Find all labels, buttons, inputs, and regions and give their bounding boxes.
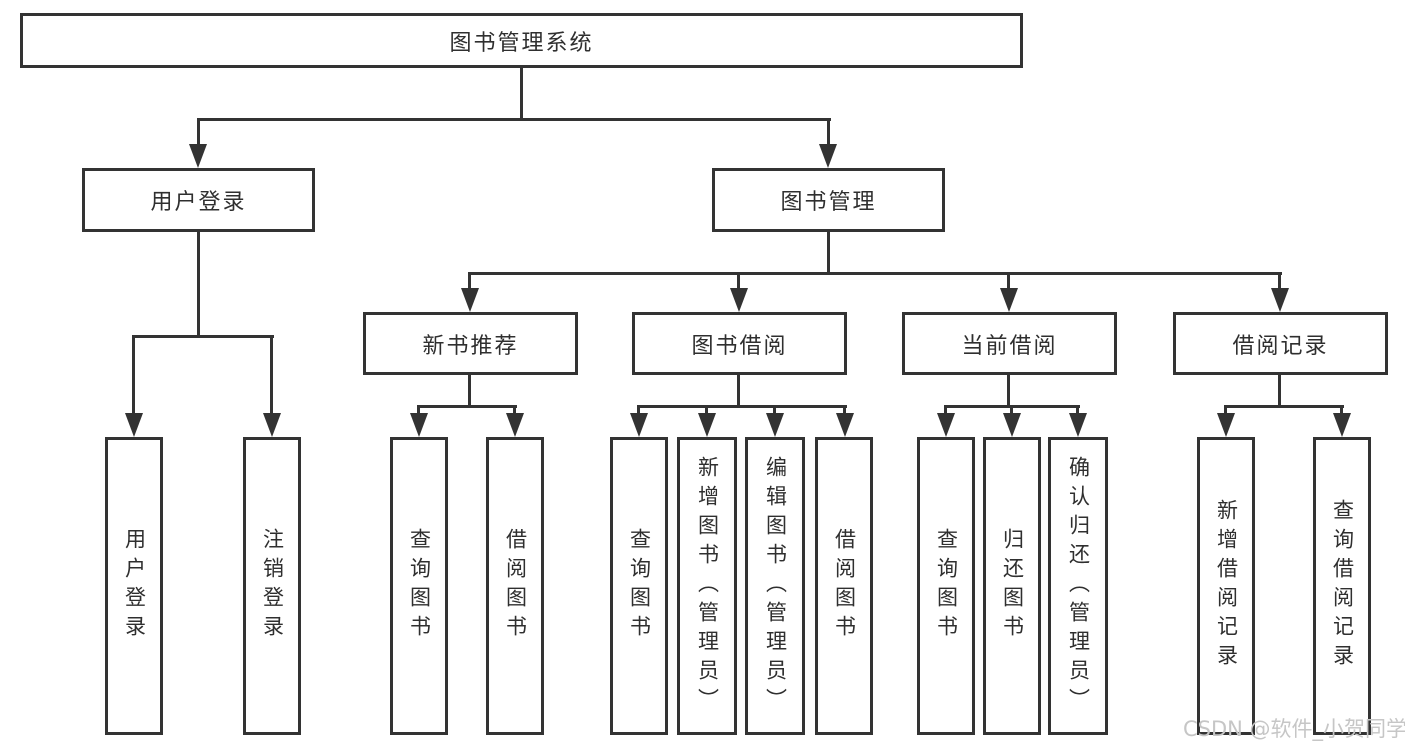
arrow-down-icon — [1000, 288, 1018, 312]
leaf-query-borrow-record: 查询借阅记录 — [1313, 437, 1371, 735]
connector-line-v — [1010, 405, 1013, 415]
node-user-login-label: 用户登录 — [150, 190, 247, 215]
leaf-borrow-books-recommend-label: 借阅图书 — [503, 528, 528, 644]
leaf-confirm-return-admin: 确认归还（管理员） — [1048, 437, 1108, 735]
connector-line-v — [737, 375, 740, 405]
connector-line-h — [197, 118, 831, 121]
connector-line-v — [417, 405, 420, 415]
arrow-down-icon — [730, 288, 748, 312]
node-user-login: 用户登录 — [82, 168, 315, 232]
connector-line-v — [944, 405, 947, 415]
node-root-label: 图书管理系统 — [449, 30, 594, 56]
arrow-down-icon — [1069, 413, 1087, 437]
leaf-confirm-return-admin-label: 确认归还（管理员） — [1066, 455, 1091, 717]
connector-line-h — [468, 272, 1282, 275]
connector-line-v — [1224, 405, 1227, 415]
leaf-add-borrow-record-label: 新增借阅记录 — [1214, 499, 1239, 673]
leaf-add-borrow-record: 新增借阅记录 — [1197, 437, 1255, 735]
leaf-logout-login: 注销登录 — [243, 437, 301, 735]
connector-line-v — [1007, 272, 1010, 290]
node-book-borrow: 图书借阅 — [632, 312, 847, 375]
leaf-return-books-label: 归还图书 — [1000, 528, 1025, 644]
leaf-edit-books-admin: 编辑图书（管理员） — [745, 437, 805, 735]
connector-line-v — [773, 405, 776, 415]
leaf-user-login-label: 用户登录 — [122, 528, 147, 644]
connector-line-v — [1278, 375, 1281, 405]
leaf-query-books-recommend: 查询图书 — [390, 437, 448, 735]
connector-line-v — [737, 272, 740, 290]
node-book-borrow-label: 图书借阅 — [691, 333, 788, 359]
connector-line-v — [827, 232, 830, 272]
connector-line-v — [520, 68, 523, 118]
arrow-down-icon — [263, 413, 281, 437]
leaf-query-books-current-label: 查询图书 — [934, 528, 959, 644]
arrow-down-icon — [461, 288, 479, 312]
leaf-borrow-books-label: 借阅图书 — [832, 528, 857, 644]
arrow-down-icon — [819, 144, 837, 168]
leaf-edit-books-admin-label: 编辑图书（管理员） — [763, 455, 788, 717]
connector-line-v — [513, 405, 516, 415]
connector-line-v — [1278, 272, 1281, 290]
connector-line-v — [637, 405, 640, 415]
leaf-logout-login-label: 注销登录 — [260, 528, 285, 644]
arrow-down-icon — [189, 144, 207, 168]
connector-line-v — [468, 272, 471, 290]
leaf-query-books-borrow-label: 查询图书 — [627, 528, 652, 644]
leaf-add-books-admin: 新增图书（管理员） — [677, 437, 737, 735]
arrow-down-icon — [1003, 413, 1021, 437]
leaf-borrow-books: 借阅图书 — [815, 437, 873, 735]
connector-line-h — [1224, 405, 1344, 408]
arrow-down-icon — [1217, 413, 1235, 437]
node-new-book-recommend-label: 新书推荐 — [422, 333, 519, 359]
node-root: 图书管理系统 — [20, 13, 1023, 68]
arrow-down-icon — [836, 413, 854, 437]
arrow-down-icon — [1333, 413, 1351, 437]
leaf-borrow-books-recommend: 借阅图书 — [486, 437, 544, 735]
connector-line-h — [132, 335, 274, 338]
arrow-down-icon — [698, 413, 716, 437]
leaf-user-login: 用户登录 — [105, 437, 163, 735]
leaf-return-books: 归还图书 — [983, 437, 1041, 735]
connector-line-h — [637, 405, 847, 408]
arrow-down-icon — [506, 413, 524, 437]
connector-line-v — [1340, 405, 1343, 415]
leaf-query-books-recommend-label: 查询图书 — [407, 528, 432, 644]
arrow-down-icon — [766, 413, 784, 437]
connector-line-v — [705, 405, 708, 415]
connector-line-v — [197, 232, 200, 335]
leaf-query-books-borrow: 查询图书 — [610, 437, 668, 735]
leaf-add-books-admin-label: 新增图书（管理员） — [695, 455, 720, 717]
connector-line-v — [843, 405, 846, 415]
arrow-down-icon — [1271, 288, 1289, 312]
connector-line-v — [827, 118, 830, 144]
arrow-down-icon — [410, 413, 428, 437]
connector-line-v — [132, 335, 135, 413]
node-current-borrow: 当前借阅 — [902, 312, 1117, 375]
arrow-down-icon — [630, 413, 648, 437]
node-new-book-recommend: 新书推荐 — [363, 312, 578, 375]
connector-line-h — [417, 405, 517, 408]
node-book-management: 图书管理 — [712, 168, 945, 232]
leaf-query-borrow-record-label: 查询借阅记录 — [1330, 499, 1355, 673]
arrow-down-icon — [125, 413, 143, 437]
watermark-text: CSDN @软件_小贺同学 — [1183, 717, 1405, 741]
connector-line-v — [197, 118, 200, 144]
connector-line-v — [468, 375, 471, 405]
node-book-management-label: 图书管理 — [780, 190, 877, 215]
connector-line-v — [270, 335, 273, 413]
leaf-query-books-current: 查询图书 — [917, 437, 975, 735]
connector-line-v — [1007, 375, 1010, 405]
node-current-borrow-label: 当前借阅 — [961, 333, 1058, 359]
node-borrow-records: 借阅记录 — [1173, 312, 1388, 375]
node-borrow-records-label: 借阅记录 — [1232, 333, 1329, 359]
arrow-down-icon — [937, 413, 955, 437]
connector-line-v — [1076, 405, 1079, 415]
